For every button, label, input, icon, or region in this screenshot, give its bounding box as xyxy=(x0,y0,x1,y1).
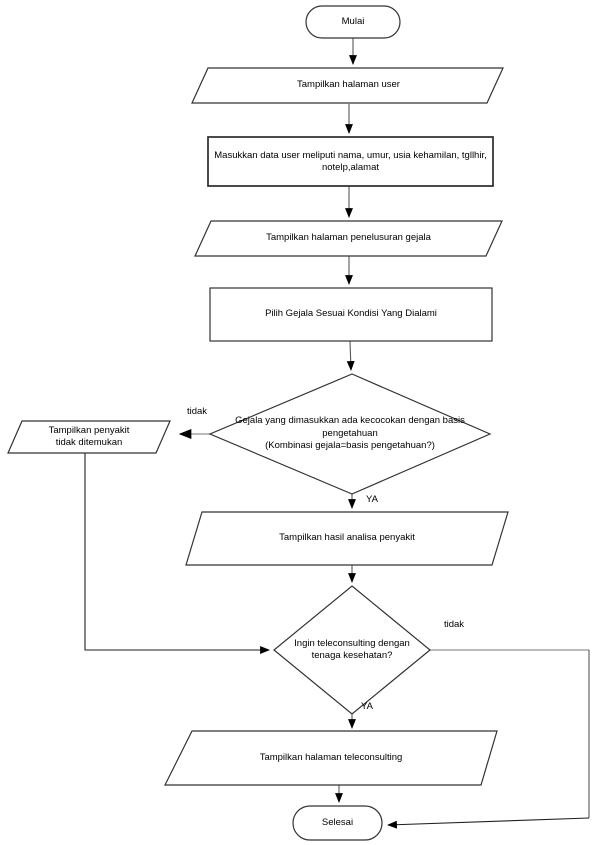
io-analysis-result-label: Tampilkan hasil analisa penyakit xyxy=(279,532,415,544)
io-teleconsult-page-label: Tampilkan halaman teleconsulting xyxy=(259,751,403,763)
process-input-user-data xyxy=(207,136,494,187)
io-show-search-page xyxy=(194,220,503,257)
arrow-choose-to-match-decision xyxy=(346,340,355,371)
io-show-user-page xyxy=(191,67,504,104)
edge-label-match-yes: YA xyxy=(366,494,378,505)
edge-label-teleconsult-no: tidak xyxy=(443,619,465,630)
decision-teleconsult-label: Ingin teleconsulting dengan tenaga keseh… xyxy=(294,637,410,661)
decision-teleconsult xyxy=(273,585,431,715)
terminator-start-label: Mulai xyxy=(341,15,365,27)
io-teleconsult-page xyxy=(164,730,498,786)
arrow-teleconsult-no-to-end xyxy=(387,817,590,829)
terminator-start xyxy=(305,5,401,39)
io-not-found xyxy=(7,420,171,454)
terminator-end xyxy=(292,805,383,841)
decision-match xyxy=(208,373,492,495)
io-analysis-result xyxy=(185,511,509,566)
io-show-user-page-label: Tampilkan halaman user xyxy=(297,79,400,91)
io-show-search-page-label: Tampilkan halaman penelusuran gejala xyxy=(266,232,431,244)
io-not-found-label: Tampilkan penyakit tidak ditemukan xyxy=(48,424,130,448)
process-choose-symptoms xyxy=(209,287,493,342)
edge-label-match-no: tidak xyxy=(186,406,208,417)
arrow-not-found-to-teleconsult-decision xyxy=(84,453,270,654)
terminator-end-label: Selesai xyxy=(321,816,354,828)
edge-label-teleconsult-yes: YA xyxy=(361,701,373,712)
process-choose-symptoms-label: Pilih Gejala Sesuai Kondisi Yang Dialami xyxy=(265,308,437,320)
decision-match-label: Gejala yang dimasukkan ada kecocokan den… xyxy=(235,415,465,452)
process-input-user-data-label: Masukkan data user meliputi nama, umur, … xyxy=(214,149,487,173)
